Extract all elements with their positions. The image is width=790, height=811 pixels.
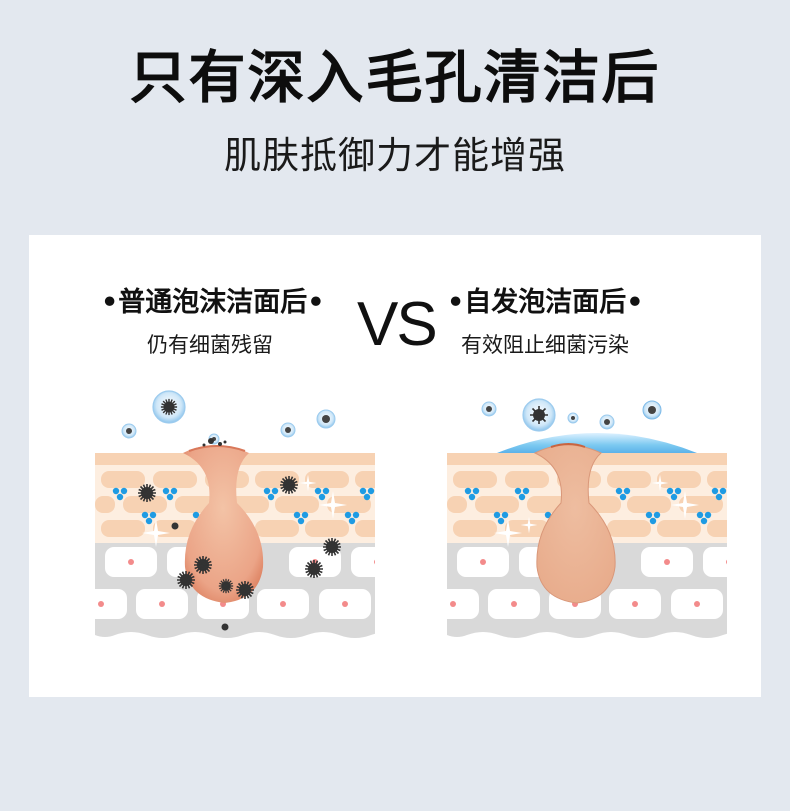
page-subheadline: 肌肤抵御力才能增强 (224, 134, 566, 177)
skin-diagram-with-bacteria (65, 385, 375, 665)
left-column-title: •普通泡沫洁面后• (101, 287, 325, 318)
skin-diagram-protected (417, 385, 727, 665)
right-column-subtitle: 有效阻止细菌污染 (461, 333, 629, 357)
right-column-title: •自发泡洁面后• (447, 287, 644, 318)
left-column-subtitle: 仍有细菌残留 (147, 333, 273, 357)
vs-label: VS (357, 290, 438, 359)
page-headline: 只有深入毛孔清洁后 (129, 45, 661, 111)
comparison-card: •普通泡沫洁面后• 仍有细菌残留 VS •自发泡洁面后• 有效阻止细菌污染 (29, 235, 761, 697)
bubble-icon (121, 390, 336, 445)
